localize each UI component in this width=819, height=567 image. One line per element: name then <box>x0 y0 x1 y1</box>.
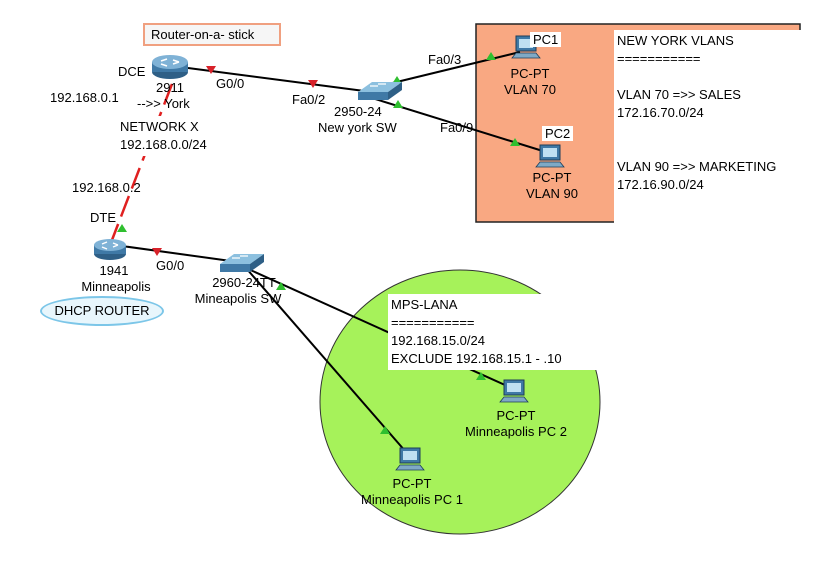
port-up-indicator <box>393 100 403 108</box>
ny-switch-port-pc2-label: Fa0/9 <box>440 120 474 135</box>
mpls-pc1-name: Minneapolis PC 1 <box>361 492 463 507</box>
dce-router-model: 2911 <box>156 80 184 95</box>
ny-note-line: 172.16.70.0/24 <box>617 105 704 120</box>
mpls-pc2-name: Minneapolis PC 2 <box>465 424 567 439</box>
dce-label: DCE <box>118 64 146 79</box>
mpls-router-name: Minneapolis <box>81 279 151 294</box>
pc1-name: PC1 <box>530 32 562 47</box>
ny-note-line: 172.16.90.0/24 <box>617 177 704 192</box>
ny-switch-port-pc1-label: Fa0/3 <box>428 52 462 67</box>
port-up-indicator <box>380 426 390 434</box>
dce-g0-port-label: G0/0 <box>216 76 245 91</box>
pc-icon[interactable] <box>535 144 565 168</box>
pc1-vlan: VLAN 70 <box>503 82 557 97</box>
pc1-type: PC-PT <box>510 66 550 81</box>
switch-icon[interactable] <box>220 254 264 272</box>
ny-note-line: VLAN 70 =>> SALES <box>617 87 741 102</box>
ny-note-line: NEW YORK VLANS <box>617 33 734 48</box>
switch-icon[interactable] <box>358 82 402 100</box>
pc-icon[interactable] <box>499 379 529 403</box>
dhcp-router-note[interactable]: DHCP ROUTER <box>40 296 164 326</box>
router-icon[interactable] <box>152 55 188 79</box>
dte-ip-label: 192.168.0.2 <box>72 180 141 195</box>
link-mpls-router-to-mpls-switch[interactable] <box>121 245 239 263</box>
network-x-name: NETWORK X <box>120 119 199 134</box>
network-x-note[interactable]: NETWORK X 192.168.0.0/24 <box>117 116 223 156</box>
port-up-indicator <box>486 52 496 60</box>
port-down-indicator <box>152 248 162 256</box>
dce-ip-label: 192.168.0.1 <box>50 90 119 105</box>
mps-note-line: EXCLUDE 192.168.15.1 - .10 <box>391 351 562 366</box>
link-serial-dce-to-dte[interactable] <box>110 83 174 241</box>
pc2-type: PC-PT <box>532 170 572 185</box>
port-up-indicator <box>510 138 520 146</box>
link-dce-router-to-ny-switch[interactable] <box>187 67 373 93</box>
pc2-name: PC2 <box>542 126 574 141</box>
new-york-vlans-note[interactable]: NEW YORK VLANS =========== VLAN 70 =>> S… <box>614 30 802 250</box>
pc-icon[interactable] <box>395 447 425 471</box>
port-down-indicator <box>308 80 318 88</box>
mpls-pc1-type: PC-PT <box>392 476 432 491</box>
mps-lana-note[interactable]: MPS-LANA =========== 192.168.15.0/24 EXC… <box>388 294 598 370</box>
router-icon[interactable] <box>94 239 126 260</box>
pc2-vlan: VLAN 90 <box>525 186 579 201</box>
dte-label: DTE <box>90 210 116 225</box>
port-up-indicator <box>276 282 286 290</box>
ny-switch-model: 2950-24 <box>334 104 382 119</box>
dce-router-name: -->> York <box>137 96 190 111</box>
ny-note-line: =========== <box>617 51 701 66</box>
ny-note-line <box>617 68 799 86</box>
mpls-g0-port-label: G0/0 <box>156 258 185 273</box>
ny-switch-name: New york SW <box>318 120 397 135</box>
port-up-indicator <box>476 372 486 380</box>
mps-note-line: MPS-LANA <box>391 297 458 312</box>
mpls-switch-model: 2960-24TT <box>212 275 276 290</box>
network-x-subnet: 192.168.0.0/24 <box>120 137 207 152</box>
router-on-a-stick-note[interactable]: Router-on-a- stick <box>143 23 281 46</box>
ny-note-line <box>617 122 799 140</box>
ny-note-line <box>617 140 799 158</box>
mpls-pc2-type: PC-PT <box>496 408 536 423</box>
ny-switch-port-up-label: Fa0/2 <box>292 92 326 107</box>
mpls-switch-name: Mineapolis SW <box>194 291 282 306</box>
port-down-indicator <box>206 66 216 74</box>
link-mpls-switch-to-pc1[interactable] <box>245 267 407 453</box>
ny-note-line: VLAN 90 =>> MARKETING <box>617 159 777 174</box>
mps-note-line: =========== <box>391 315 475 330</box>
port-up-indicator <box>117 224 127 232</box>
mps-note-line: 192.168.15.0/24 <box>391 333 485 348</box>
mpls-router-model: 1941 <box>99 263 129 278</box>
